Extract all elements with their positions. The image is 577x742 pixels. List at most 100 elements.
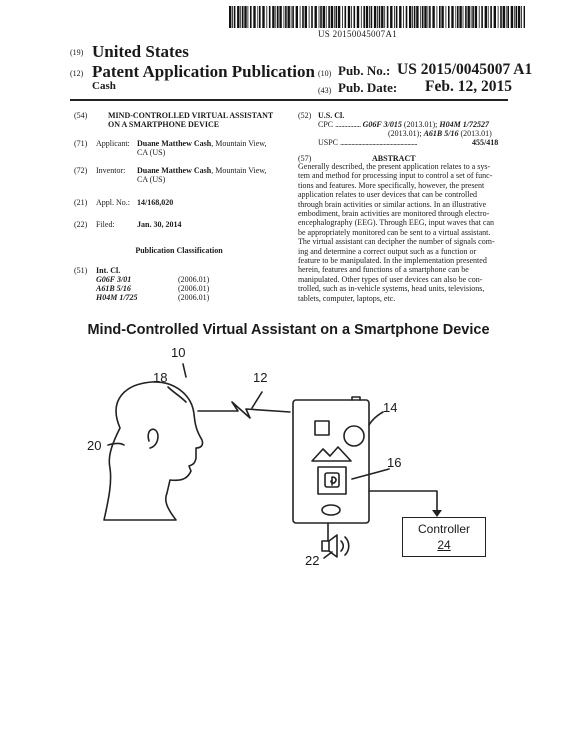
app-icon	[317, 466, 347, 495]
applicant-name: Duane Matthew Cash	[137, 139, 212, 148]
abstract-line: trolled, such as in-vehicle systems, hea…	[298, 284, 485, 294]
arrow-head-icon	[432, 510, 442, 517]
barcode-bar	[487, 6, 489, 28]
barcode-bar	[308, 6, 310, 28]
barcode-bar	[429, 6, 431, 28]
barcode-bar	[351, 6, 352, 28]
smartphone-body	[292, 399, 370, 524]
barcode-bar	[403, 6, 404, 28]
screen-circle-icon	[343, 425, 365, 447]
barcode-bar	[521, 6, 522, 28]
pub-no-label: Pub. No.:	[338, 63, 391, 78]
barcode-bar	[386, 6, 389, 28]
barcode-bar	[325, 6, 327, 28]
pub-date-label: Pub. Date:	[338, 80, 398, 95]
barcode-bar	[384, 6, 386, 28]
controller-box: Controller 24	[402, 517, 486, 557]
ref-20: 20	[87, 438, 102, 453]
int-cl-code-2: A61B 5/16	[96, 284, 131, 293]
tag-22: (22)	[74, 220, 88, 229]
screen-square-icon	[314, 420, 330, 436]
barcode-bar	[342, 6, 343, 28]
abstract-line: through brain activities or similar acti…	[298, 199, 487, 209]
barcode-bar	[259, 6, 261, 28]
barcode-bar	[369, 6, 370, 28]
tag-21: (21)	[74, 198, 88, 207]
barcode-bar	[318, 6, 320, 28]
barcode-bar	[390, 6, 393, 28]
uspc-value: 455/418	[470, 138, 499, 148]
cpc-label: CPC	[318, 120, 334, 129]
applicant-block: Duane Matthew Cash, Mountain View,	[137, 139, 267, 148]
controller-connector	[368, 490, 438, 513]
barcode-bar	[279, 6, 282, 28]
barcode-bar	[432, 6, 435, 28]
ref-22: 22	[305, 553, 320, 568]
abstract-heading: ABSTRACT	[372, 154, 416, 163]
tag-72: (72)	[74, 166, 88, 175]
barcode-bar	[290, 6, 292, 28]
barcode-bar	[262, 6, 265, 28]
barcode-bar	[523, 6, 525, 28]
uspc-line: USPC ...................................…	[318, 138, 504, 147]
barcode-bar	[250, 6, 252, 28]
barcode-bar	[420, 6, 422, 28]
barcode-bar	[505, 6, 507, 28]
pub-date-value: Feb. 12, 2015	[425, 78, 512, 95]
figure-title: Mind-Controlled Virtual Assistant on a S…	[87, 322, 490, 338]
appl-no-value: 14/168,020	[137, 198, 174, 207]
cpc-code-1: G06F 3/015	[362, 120, 402, 129]
cpc-line-1: CPC ................. G06F 3/015 (2013.0…	[318, 120, 489, 129]
ear-icon	[147, 428, 159, 449]
barcode-bar	[266, 6, 268, 28]
barcode-bar	[330, 6, 334, 28]
appl-no-label: Appl. No.:	[96, 198, 130, 207]
tag-57: (57)	[298, 154, 312, 163]
leader-20	[107, 442, 125, 446]
barcode-bar	[335, 6, 338, 28]
tag-43: (43)	[318, 86, 332, 95]
barcode-bar	[237, 6, 240, 28]
barcode-bar	[232, 6, 233, 28]
barcode-bar	[333, 6, 335, 28]
barcode-bar	[427, 6, 429, 28]
barcode-bar	[478, 6, 480, 28]
country: United States	[92, 42, 189, 61]
speaker-icon	[321, 540, 330, 552]
inventor-label: Inventor:	[96, 166, 126, 175]
barcode-bar	[304, 6, 307, 28]
abstract-line: Generally described, the present applica…	[298, 162, 491, 171]
filed-label: Filed:	[96, 220, 115, 229]
tag-12: (12)	[70, 69, 84, 78]
inventor-location-2: CA (US)	[137, 175, 166, 184]
barcode-bar	[441, 6, 444, 28]
applicant-surname: Cash	[92, 80, 116, 92]
app-icon-inner	[324, 472, 340, 488]
abstract-line: tions and features. More specifically, h…	[298, 180, 485, 190]
abstract-line: manipulated. Other types of user devices…	[298, 274, 483, 284]
barcode-bar	[378, 6, 381, 28]
barcode-bar	[497, 6, 499, 28]
barcode-bar	[344, 6, 347, 28]
barcode-bar	[500, 6, 502, 28]
cpc-dots: .................	[335, 120, 361, 129]
abstract-line: feature to be manipulated. In the implem…	[298, 256, 487, 266]
barcode-bar	[377, 6, 378, 28]
barcode-bar	[513, 6, 515, 28]
int-cl-date-3: (2006.01)	[178, 293, 210, 302]
signal-zigzag	[197, 401, 291, 419]
int-cl-label: Int. Cl.	[96, 266, 121, 275]
barcode-bar	[459, 6, 462, 28]
applicant-label: Applicant:	[96, 139, 130, 148]
barcode-bar	[337, 6, 341, 28]
barcode-bar	[353, 6, 356, 28]
barcode-bar	[517, 6, 521, 28]
barcode-bar	[320, 6, 322, 28]
applicant-location: , Mountain View,	[211, 139, 267, 148]
barcode-bar	[295, 6, 298, 28]
barcode-bar	[283, 6, 285, 28]
barcode-bar	[421, 6, 424, 28]
sound-wave-icon	[340, 536, 350, 556]
cpc-date-3: (2013.01)	[458, 129, 492, 138]
int-cl-date-2: (2006.01)	[178, 284, 210, 293]
